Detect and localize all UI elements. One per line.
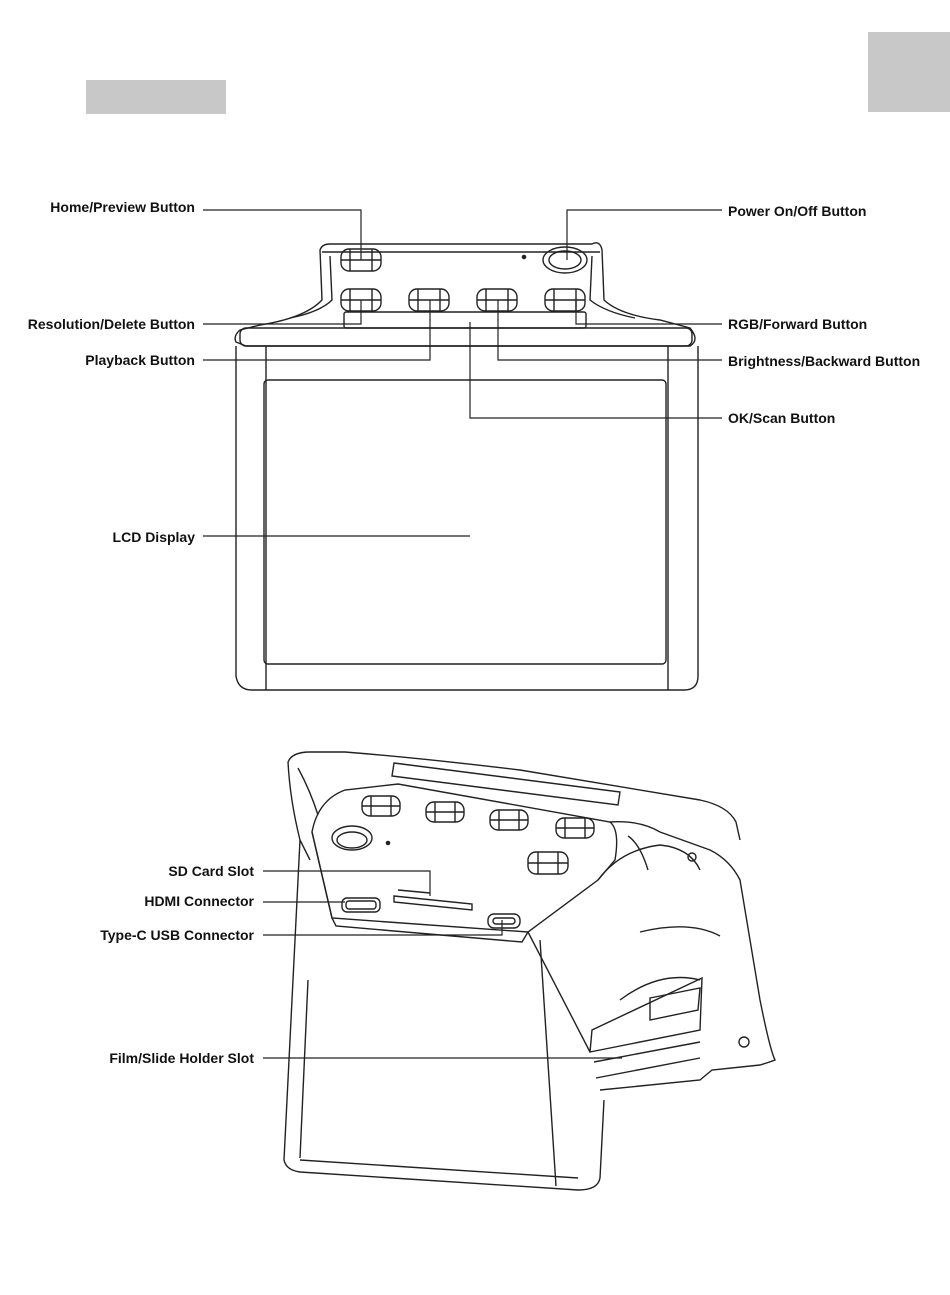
lcd-display-area [264, 380, 666, 664]
label-rgb-forward: RGB/Forward Button [728, 316, 867, 332]
sd-card-slot-icon [394, 890, 472, 910]
playback-button-icon [409, 289, 449, 311]
perspective-view-device [284, 752, 775, 1190]
perspective-body [284, 840, 604, 1190]
front-leader-lines [203, 210, 722, 536]
front-view-device [235, 243, 698, 690]
control-panel-outline [235, 243, 695, 346]
label-ok-scan: OK/Scan Button [728, 410, 835, 426]
hdmi-port-icon [342, 898, 380, 912]
label-type-c-usb: Type-C USB Connector [100, 927, 254, 943]
label-lcd-display: LCD Display [113, 529, 195, 545]
label-power: Power On/Off Button [728, 203, 866, 219]
brightness-backward-button-icon [477, 289, 517, 311]
film-slot [590, 978, 702, 1052]
label-home-preview: Home/Preview Button [50, 199, 195, 215]
front-body-outline [236, 346, 698, 690]
label-hdmi-connector: HDMI Connector [144, 893, 254, 909]
label-brightness-backward: Brightness/Backward Button [728, 353, 920, 369]
panel-button-4-icon [556, 818, 594, 838]
right-wing [600, 822, 775, 1090]
label-sd-card-slot: SD Card Slot [168, 863, 254, 879]
bezel-top [240, 328, 692, 346]
power-button-icon [543, 247, 587, 273]
rgb-forward-button-icon [545, 289, 585, 311]
panel-power-button-icon [332, 826, 372, 850]
panel-button-1-icon [362, 796, 400, 816]
panel-button-3-icon [490, 810, 528, 830]
label-playback: Playback Button [85, 352, 195, 368]
panel-button-5-icon [528, 852, 568, 874]
perspective-leader-lines [263, 871, 622, 1058]
panel-button-2-icon [426, 802, 464, 822]
label-resolution-delete: Resolution/Delete Button [28, 316, 195, 332]
label-film-slide-slot: Film/Slide Holder Slot [109, 1050, 254, 1066]
usb-c-port-icon [488, 914, 520, 928]
